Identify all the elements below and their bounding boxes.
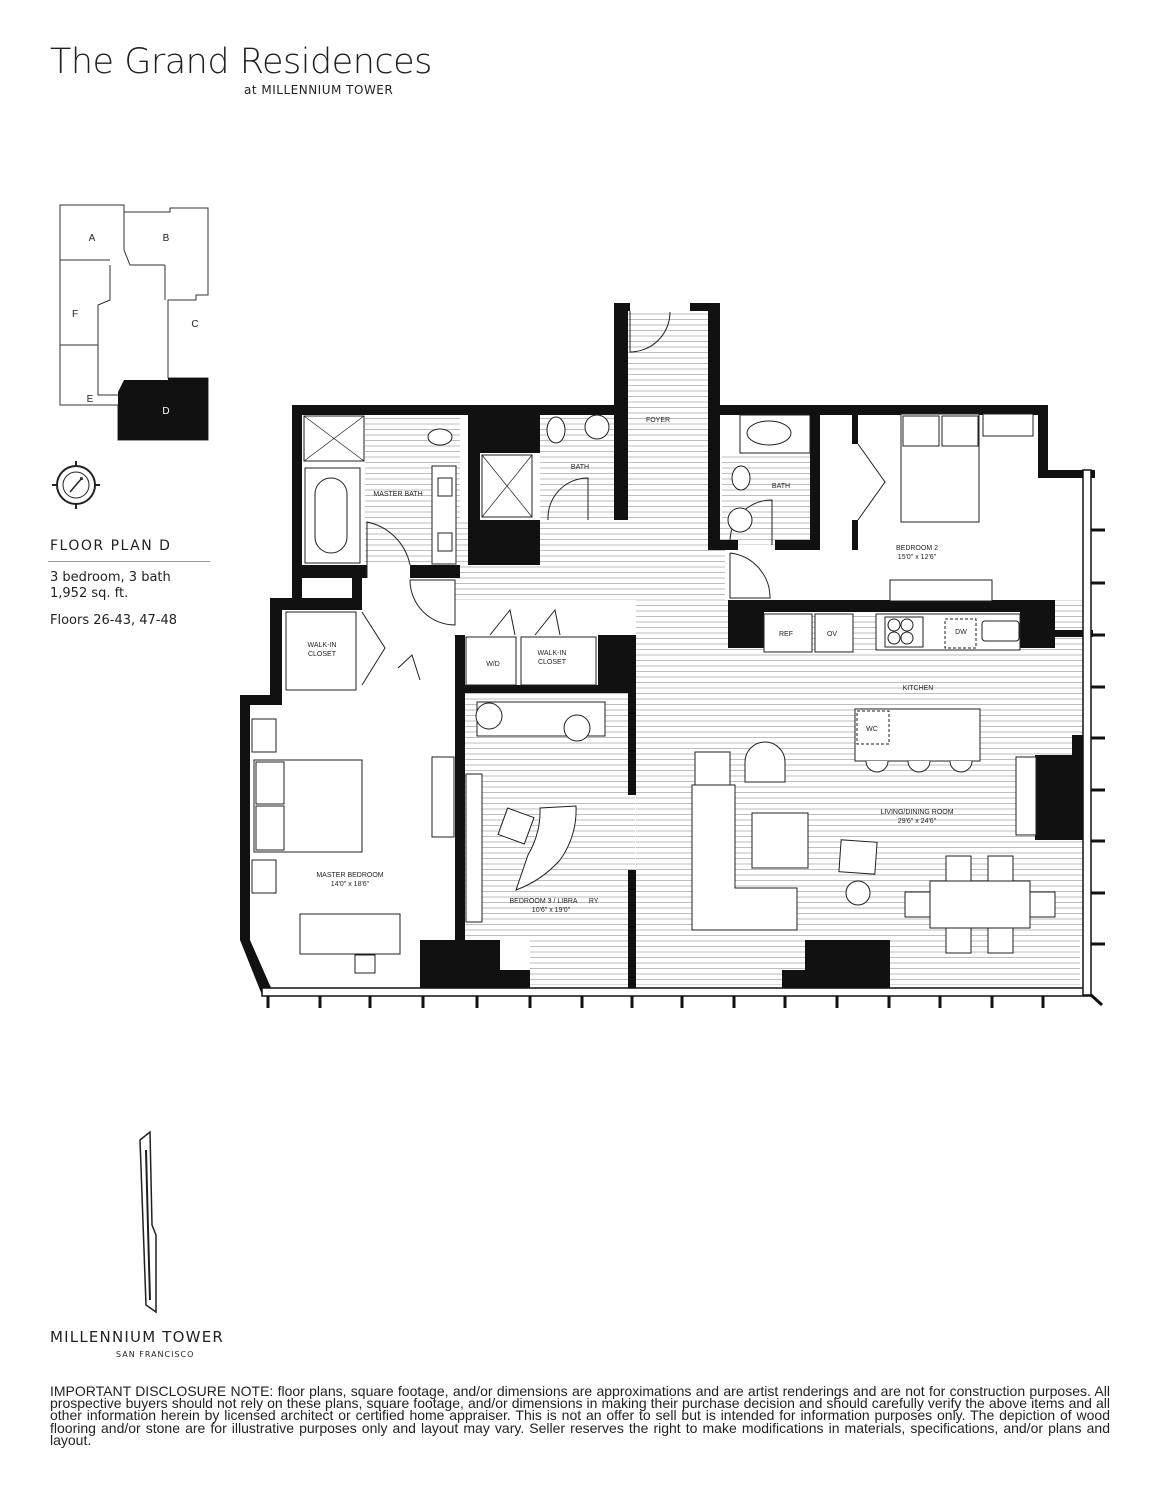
furniture [251, 413, 1056, 974]
disclosure-note: IMPORTANT DISCLOSURE NOTE: floor plans, … [50, 1383, 1110, 1448]
bedroom2-bathtub [746, 420, 792, 446]
page-title: The Grand Residences [50, 42, 432, 82]
footer-city: SAN FRANCISCO [116, 1350, 195, 1359]
kitchen-island [854, 708, 981, 762]
square-footage: 1,952 sq. ft. [50, 586, 129, 601]
dishwasher [944, 618, 977, 649]
oven [814, 613, 854, 653]
label-walk-in-closet-1: WALK-IN [308, 642, 337, 649]
label-bath-2: BATH [772, 483, 790, 490]
label-bath-1: BATH [571, 464, 589, 471]
divider [48, 561, 210, 562]
bed-bath-count: 3 bedroom, 3 bath [50, 570, 171, 585]
toilet [427, 428, 453, 446]
label-wc: WC [866, 726, 878, 733]
label-walk-in-closet-1b: CLOSET [308, 651, 337, 658]
label-dw: DW [955, 629, 967, 636]
label-ov: OV [827, 631, 837, 638]
label-living-dining: LIVING/DINING ROOM [880, 809, 953, 816]
walls [240, 303, 1095, 995]
key-plan: A B C D E F [59, 204, 209, 441]
label-master-bedroom-size: 14'0" x 18'6" [331, 881, 370, 888]
label-bedroom-2-size: 15'0" x 12'6" [898, 554, 937, 561]
floors-available: Floors 26-43, 47-48 [50, 613, 178, 628]
sectional-sofa [691, 784, 798, 931]
key-unit-d: D [162, 406, 169, 417]
key-unit-a: A [89, 233, 96, 244]
millennium-tower-logo [139, 1130, 157, 1314]
label-bedroom-3-size: 10'6" x 19'0" [532, 907, 571, 914]
label-foyer: FOYER [646, 417, 670, 424]
refrigerator [763, 613, 813, 653]
label-kitchen: KITCHEN [903, 685, 934, 692]
coffee-table [751, 812, 809, 869]
dining-table [929, 880, 1031, 929]
sink [981, 620, 1020, 642]
north-compass-icon [52, 461, 100, 509]
room-labels: FOYER BATH MASTER BATH BATH BEDROOM 2 15… [308, 417, 968, 914]
label-ref: REF [779, 631, 793, 638]
key-unit-b: B [163, 233, 170, 244]
floor-plan-name: FLOOR PLAN D [50, 538, 172, 554]
label-living-dining-size: 29'6" x 24'6" [898, 818, 937, 825]
label-master-bedroom: MASTER BEDROOM [316, 872, 383, 879]
footer-brand: MILLENNIUM TOWER [50, 1328, 225, 1346]
label-wd: W/D [486, 661, 500, 668]
key-plan-unit-d-highlight [118, 378, 208, 440]
label-walk-in-closet-2: WALK-IN [538, 650, 567, 657]
key-unit-f: F [72, 309, 78, 320]
key-unit-e: E [87, 394, 94, 405]
page-subtitle: at MILLENNIUM TOWER [244, 83, 394, 97]
label-bedroom-2: BEDROOM 2 [896, 545, 938, 552]
label-walk-in-closet-2b: CLOSET [538, 659, 567, 666]
label-master-bath: MASTER BATH [373, 491, 422, 498]
key-unit-c: C [191, 319, 198, 330]
label-bedroom-3: BEDROOM 3 / LIBRA RY [510, 898, 599, 905]
entry-door [629, 311, 671, 353]
doors [361, 311, 886, 686]
window-walls [261, 469, 1105, 1008]
